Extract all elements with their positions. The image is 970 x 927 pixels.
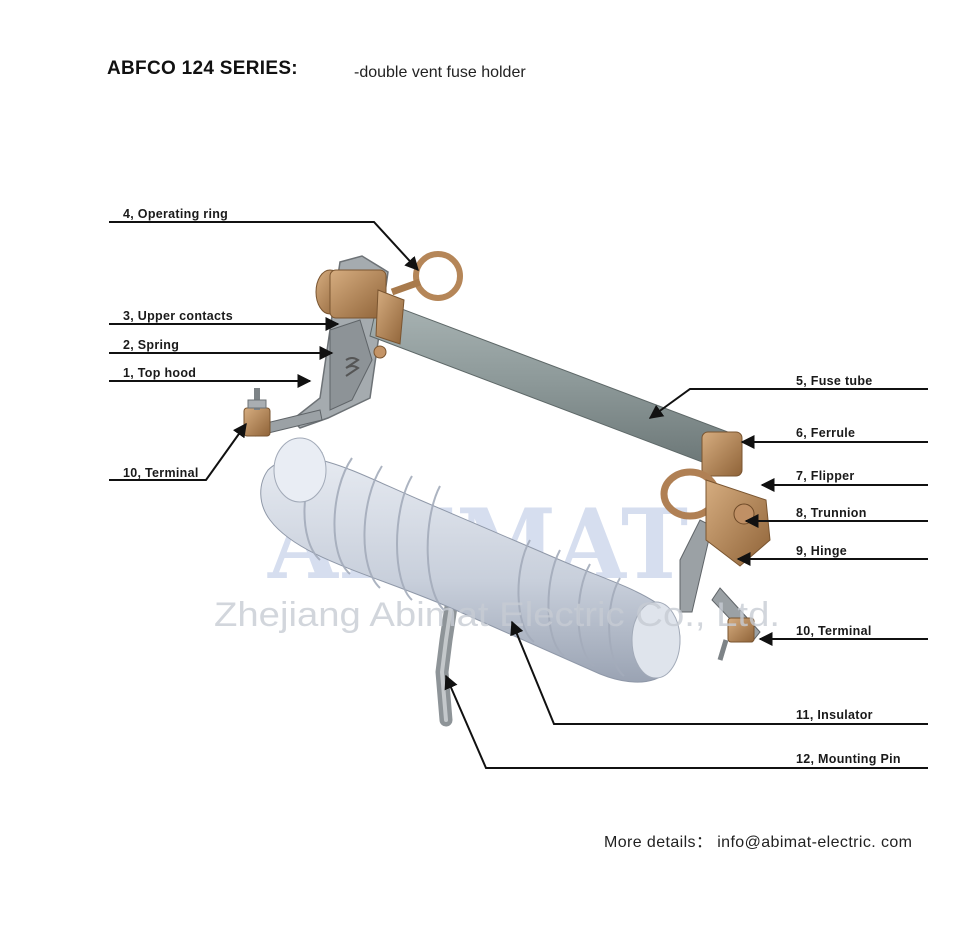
left-terminal — [243, 388, 323, 437]
label-top-hood: 1, Top hood — [123, 366, 197, 380]
spring — [345, 357, 360, 377]
label-insulator: 11, Insulator — [796, 708, 873, 722]
leader-operating-ring — [109, 221, 419, 272]
page-subtitle: -double vent fuse holder — [354, 64, 526, 81]
label-operating-ring: 4, Operating ring — [123, 207, 229, 221]
label-spring: 2, Spring — [123, 338, 180, 352]
leader-mounting-pin — [444, 674, 928, 769]
mounting-pin — [435, 593, 459, 727]
fuse-tube — [369, 299, 729, 469]
page-title: ABFCO 124 SERIES: — [107, 58, 298, 79]
footer-contact: More details： info@abimat-electric. com — [604, 834, 913, 851]
label-upper-contacts: 3, Upper contacts — [123, 309, 233, 323]
operating-ring — [390, 251, 463, 301]
lower-hinge-assembly — [660, 431, 771, 661]
label-flipper: 7, Flipper — [796, 469, 855, 483]
label-terminal-left: 10, Terminal — [123, 466, 199, 480]
insulator — [260, 437, 681, 683]
leader-insulator — [510, 620, 928, 725]
label-fuse-tube: 5, Fuse tube — [796, 374, 873, 388]
leader-terminal-left — [109, 422, 247, 481]
label-hinge: 9, Hinge — [796, 544, 848, 558]
watermark-company: Zhejiang Abimat Electric Co., Ltd. — [214, 596, 780, 634]
label-trunnion: 8, Trunnion — [796, 506, 867, 520]
leader-fuse-tube — [648, 388, 928, 419]
upper-contacts — [315, 269, 405, 359]
label-mounting-pin: 12, Mounting Pin — [796, 752, 901, 766]
label-ferrule: 6, Ferrule — [796, 426, 856, 440]
label-terminal-right: 10, Terminal — [796, 624, 872, 638]
